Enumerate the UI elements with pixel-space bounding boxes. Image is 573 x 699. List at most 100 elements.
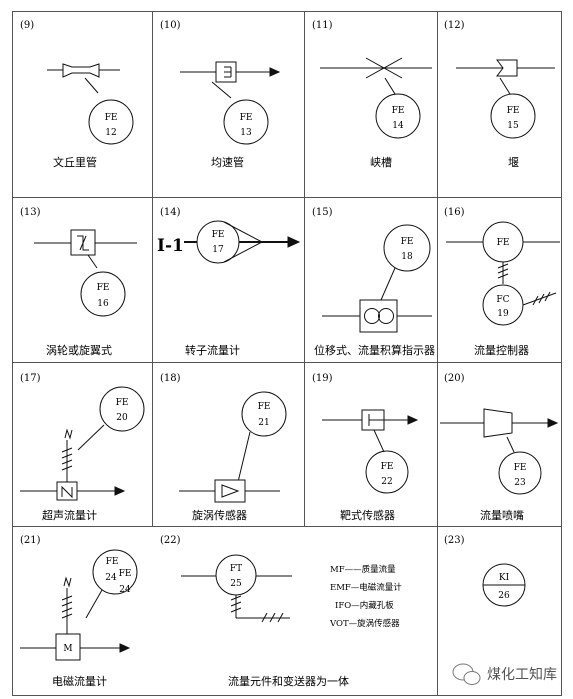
bubble-tag: FE bbox=[258, 402, 271, 412]
bubble-number: 13 bbox=[240, 128, 252, 138]
cell-22: (22) FT 25 MF——质量流量 EMF—电磁流量计 IFO—内藏孔板 V… bbox=[160, 535, 402, 688]
bubble-tag-overlap: FE bbox=[119, 569, 132, 579]
cell-caption: 流量元件和变送器为一体 bbox=[228, 674, 349, 688]
controller-number: 19 bbox=[497, 309, 509, 319]
indicator-symbol bbox=[482, 563, 526, 607]
bubble-tag: FE bbox=[116, 398, 129, 408]
cell-caption: 流量喷嘴 bbox=[480, 508, 524, 522]
bubble-tag: FT bbox=[230, 564, 242, 574]
bubble-number: 20 bbox=[116, 413, 128, 423]
watermark-text: 煤化工知库 bbox=[487, 666, 557, 683]
cell-number: (13) bbox=[20, 207, 41, 218]
bubble-number: 21 bbox=[258, 418, 269, 428]
bubble-number: 25 bbox=[230, 579, 242, 589]
legend-item: EMF—电磁流量计 bbox=[330, 582, 402, 593]
bubble-tag: FE bbox=[507, 106, 520, 116]
cell-20: (20) FE 23 流量喷嘴 bbox=[440, 373, 559, 522]
cell-number: (10) bbox=[160, 20, 181, 31]
bubble-tag: FE bbox=[97, 283, 110, 293]
cell-number: (23) bbox=[444, 535, 465, 546]
averaging-pitot-symbol bbox=[180, 61, 281, 145]
watermark: 煤化工知库 bbox=[452, 663, 557, 685]
cell-number: (15) bbox=[312, 207, 333, 218]
cell-14: (14) I-1 FE 17 转子流量计 bbox=[157, 207, 301, 357]
bubble-number: 24 bbox=[105, 573, 117, 583]
wechat-icon bbox=[452, 663, 481, 685]
cell-15: (15) FE 18 位移式、流量积算指示器 bbox=[312, 207, 435, 357]
cell-16: (16) FE FC 19 流量控制器 bbox=[444, 207, 560, 357]
cell-caption: 转子流量计 bbox=[185, 343, 240, 357]
cell-number: (22) bbox=[160, 535, 181, 546]
weir-symbol bbox=[456, 59, 555, 139]
cell-number: (12) bbox=[444, 20, 465, 31]
bubble-number: 16 bbox=[97, 299, 109, 309]
bubble-tag: FE bbox=[497, 238, 510, 248]
cell-number: (17) bbox=[20, 373, 41, 384]
bubble-number: 14 bbox=[392, 121, 404, 131]
flow-controller-symbol bbox=[446, 221, 560, 326]
cell-9: (9) FE 12 文丘里管 bbox=[20, 20, 134, 169]
cell-caption: 超声流量计 bbox=[42, 508, 97, 522]
bubble-number: 22 bbox=[381, 477, 392, 487]
cell-11: (11) FE 14 峡槽 bbox=[312, 20, 432, 169]
cell-number: (18) bbox=[160, 373, 181, 384]
cell-number: (21) bbox=[20, 535, 41, 546]
bubble-tag: FE bbox=[106, 557, 119, 567]
table-grid bbox=[12, 11, 562, 696]
cell-caption: 涡轮或旋翼式 bbox=[46, 343, 112, 357]
cell-number: (16) bbox=[444, 207, 465, 218]
cell-10: (10) FE 13 均速管 bbox=[160, 20, 281, 169]
cell-23: (23) KI 26 bbox=[444, 535, 526, 607]
cell-17: (17) FE 20 超声流量计 bbox=[20, 373, 145, 522]
cell-21: (21) FE 24 FE 24 M 电磁流量计 bbox=[20, 535, 138, 688]
cell-12: (12) FE 15 堰 bbox=[444, 20, 555, 169]
bubble-tag: FE bbox=[105, 113, 118, 123]
bubble-tag: FE bbox=[240, 113, 253, 123]
bubble-number: 23 bbox=[514, 478, 526, 488]
cell-number: (9) bbox=[20, 20, 34, 31]
vortex-sensor-symbol bbox=[179, 391, 287, 503]
cell-caption: 靶式传感器 bbox=[340, 509, 395, 522]
bubble-number: 17 bbox=[212, 245, 224, 255]
cell-number: (11) bbox=[312, 20, 333, 31]
box-label: M bbox=[63, 644, 72, 654]
electromagnetic-meter-symbol bbox=[20, 549, 138, 661]
bubble-tag: FE bbox=[401, 237, 414, 247]
turbine-symbol bbox=[34, 229, 137, 317]
bubble-number: 26 bbox=[498, 591, 510, 601]
bubble-tag: FE bbox=[212, 230, 225, 240]
rotameter-symbol bbox=[184, 220, 301, 264]
bubble-number: 15 bbox=[507, 121, 519, 131]
cell-caption: 峡槽 bbox=[370, 155, 392, 169]
cell-number: (14) bbox=[160, 207, 181, 218]
legend-item: VOT—旋涡传感器 bbox=[329, 618, 400, 629]
cell-caption: 均速管 bbox=[211, 155, 244, 169]
integrated-transmitter-symbol bbox=[181, 554, 292, 623]
target-sensor-symbol bbox=[322, 409, 419, 494]
abbreviation-legend: MF——质量流量 EMF—电磁流量计 IFO—内藏孔板 VOT—旋涡传感器 bbox=[329, 564, 402, 629]
cell-caption: 堰 bbox=[508, 156, 519, 169]
legend-item: MF——质量流量 bbox=[330, 564, 396, 575]
bubble-tag: FE bbox=[381, 462, 394, 472]
cell-caption: 位移式、流量积算指示器 bbox=[314, 343, 435, 357]
controller-tag: FC bbox=[496, 295, 509, 305]
cell-13: (13) FE 16 涡轮或旋翼式 bbox=[20, 207, 137, 357]
section-mark: I-1 bbox=[157, 236, 184, 256]
cell-number: (19) bbox=[312, 373, 333, 384]
cell-caption: 旋涡传感器 bbox=[192, 508, 247, 522]
legend-item: IFO—内藏孔板 bbox=[335, 600, 394, 611]
cell-19: (19) FE 22 靶式传感器 bbox=[312, 373, 419, 522]
bubble-number: 12 bbox=[105, 128, 116, 138]
bubble-tag: FE bbox=[514, 463, 527, 473]
bubble-tag: FE bbox=[392, 106, 405, 116]
ultrasonic-symbol bbox=[20, 386, 145, 501]
bubble-tag: KI bbox=[499, 573, 510, 583]
cell-18: (18) FE 21 旋涡传感器 bbox=[160, 373, 287, 522]
bubble-number-overlap: 24 bbox=[119, 585, 131, 595]
venturi-symbol bbox=[47, 63, 134, 145]
cell-number: (20) bbox=[444, 373, 465, 384]
cell-caption: 文丘里管 bbox=[53, 155, 97, 169]
cell-caption: 电磁流量计 bbox=[52, 674, 107, 688]
displacement-meter-symbol bbox=[322, 224, 432, 333]
